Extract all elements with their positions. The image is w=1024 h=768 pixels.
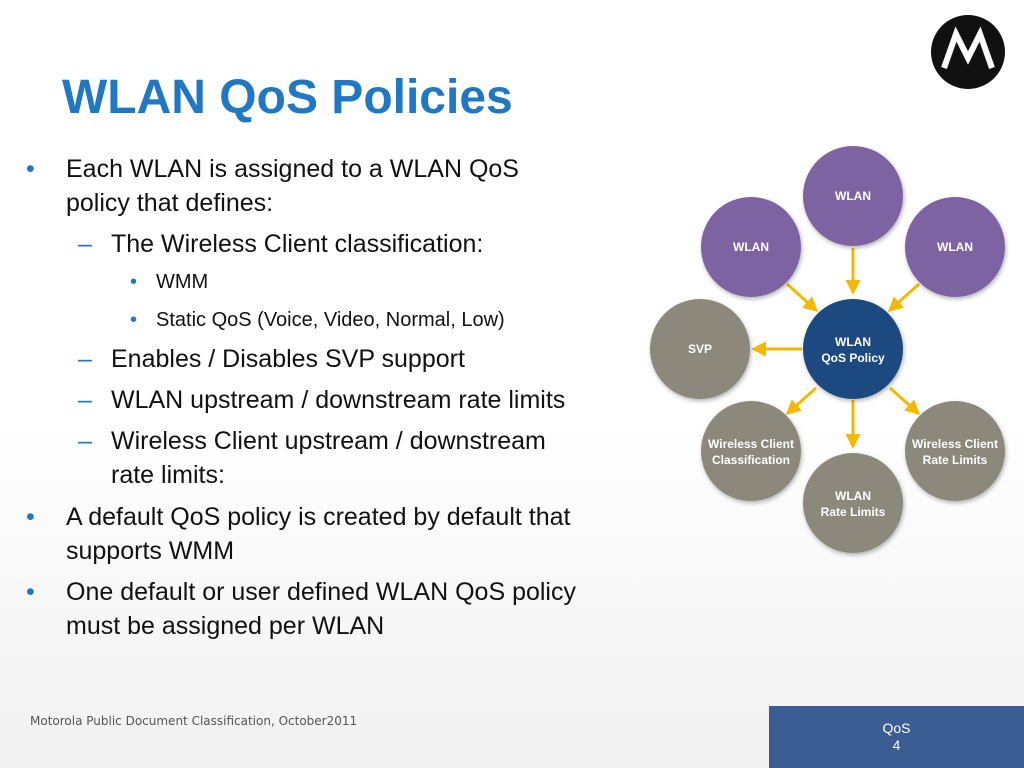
- bullet-dot: •: [26, 503, 35, 531]
- node-label: Wireless Client: [912, 437, 998, 451]
- node-wlan-top: [803, 146, 903, 246]
- arrow-wc-rate: [889, 386, 921, 415]
- arrow-wc-class: [785, 386, 817, 415]
- motorola-logo-icon: [931, 15, 1005, 89]
- node-label: WLAN: [835, 489, 871, 503]
- bullet-text: must be assigned per WLAN: [66, 612, 385, 640]
- node-label: SVP: [688, 342, 712, 356]
- node-label: WLAN: [835, 335, 871, 349]
- node-wlan-left: [701, 197, 801, 297]
- sub-sub-bullet-text: WMM: [156, 271, 209, 293]
- node-label: WLAN: [733, 240, 769, 254]
- page-title: WLAN QoS Policies: [62, 71, 513, 124]
- bullet-text: supports WMM: [66, 537, 235, 565]
- arrows: [751, 248, 921, 449]
- node-label: QoS Policy: [821, 351, 885, 365]
- node-label: Rate Limits: [821, 505, 886, 519]
- arrow-wlan-left: [785, 282, 819, 313]
- bullet-text: policy that defines:: [66, 189, 274, 217]
- bullet-text: Each WLAN is assigned to a WLAN QoS: [66, 155, 519, 183]
- node-label: WLAN: [835, 189, 871, 203]
- section-label: QoS: [882, 720, 911, 736]
- sub-sub-bullet-text: Static QoS (Voice, Video, Normal, Low): [156, 309, 505, 331]
- bullet-dot: •: [26, 578, 35, 606]
- bullet-dot: •: [130, 309, 138, 331]
- footer-classification: Motorola Public Document Classification,…: [30, 714, 358, 728]
- bullet-list: • Each WLAN is assigned to a WLAN QoS po…: [26, 155, 576, 640]
- sub-bullet-text: WLAN upstream / downstream rate limits: [111, 386, 566, 414]
- node-center-qos-policy: [803, 299, 903, 399]
- sub-bullet-text: The Wireless Client classification:: [111, 230, 484, 258]
- node-wc-classification: [701, 401, 801, 501]
- node-label: Classification: [712, 453, 790, 467]
- sub-bullet-text: Wireless Client upstream / downstream: [111, 427, 546, 455]
- en-dash: –: [78, 345, 92, 373]
- sub-bullet-text: Enables / Disables SVP support: [111, 345, 465, 373]
- en-dash: –: [78, 386, 92, 414]
- qos-policy-diagram: WLAN WLAN WLAN SVP Wireless Client Class…: [650, 146, 1005, 553]
- node-wlan-rate-limits: [803, 453, 903, 553]
- en-dash: –: [78, 427, 92, 455]
- node-wc-rate-limits: [905, 401, 1005, 501]
- bullet-text: A default QoS policy is created by defau…: [66, 503, 571, 531]
- node-svp: [650, 299, 750, 399]
- bullet-text: One default or user defined WLAN QoS pol…: [66, 578, 576, 606]
- arrow-wlan-right: [887, 282, 921, 313]
- bullet-dot: •: [130, 271, 138, 293]
- en-dash: –: [78, 230, 92, 258]
- node-wlan-right: [905, 197, 1005, 297]
- section-tab: QoS 4: [769, 706, 1024, 768]
- sub-bullet-text: rate limits:: [111, 461, 225, 489]
- node-label: Rate Limits: [923, 453, 988, 467]
- bullet-dot: •: [26, 155, 35, 183]
- node-label: WLAN: [937, 240, 973, 254]
- page-number: 4: [892, 737, 901, 753]
- node-label: Wireless Client: [708, 437, 794, 451]
